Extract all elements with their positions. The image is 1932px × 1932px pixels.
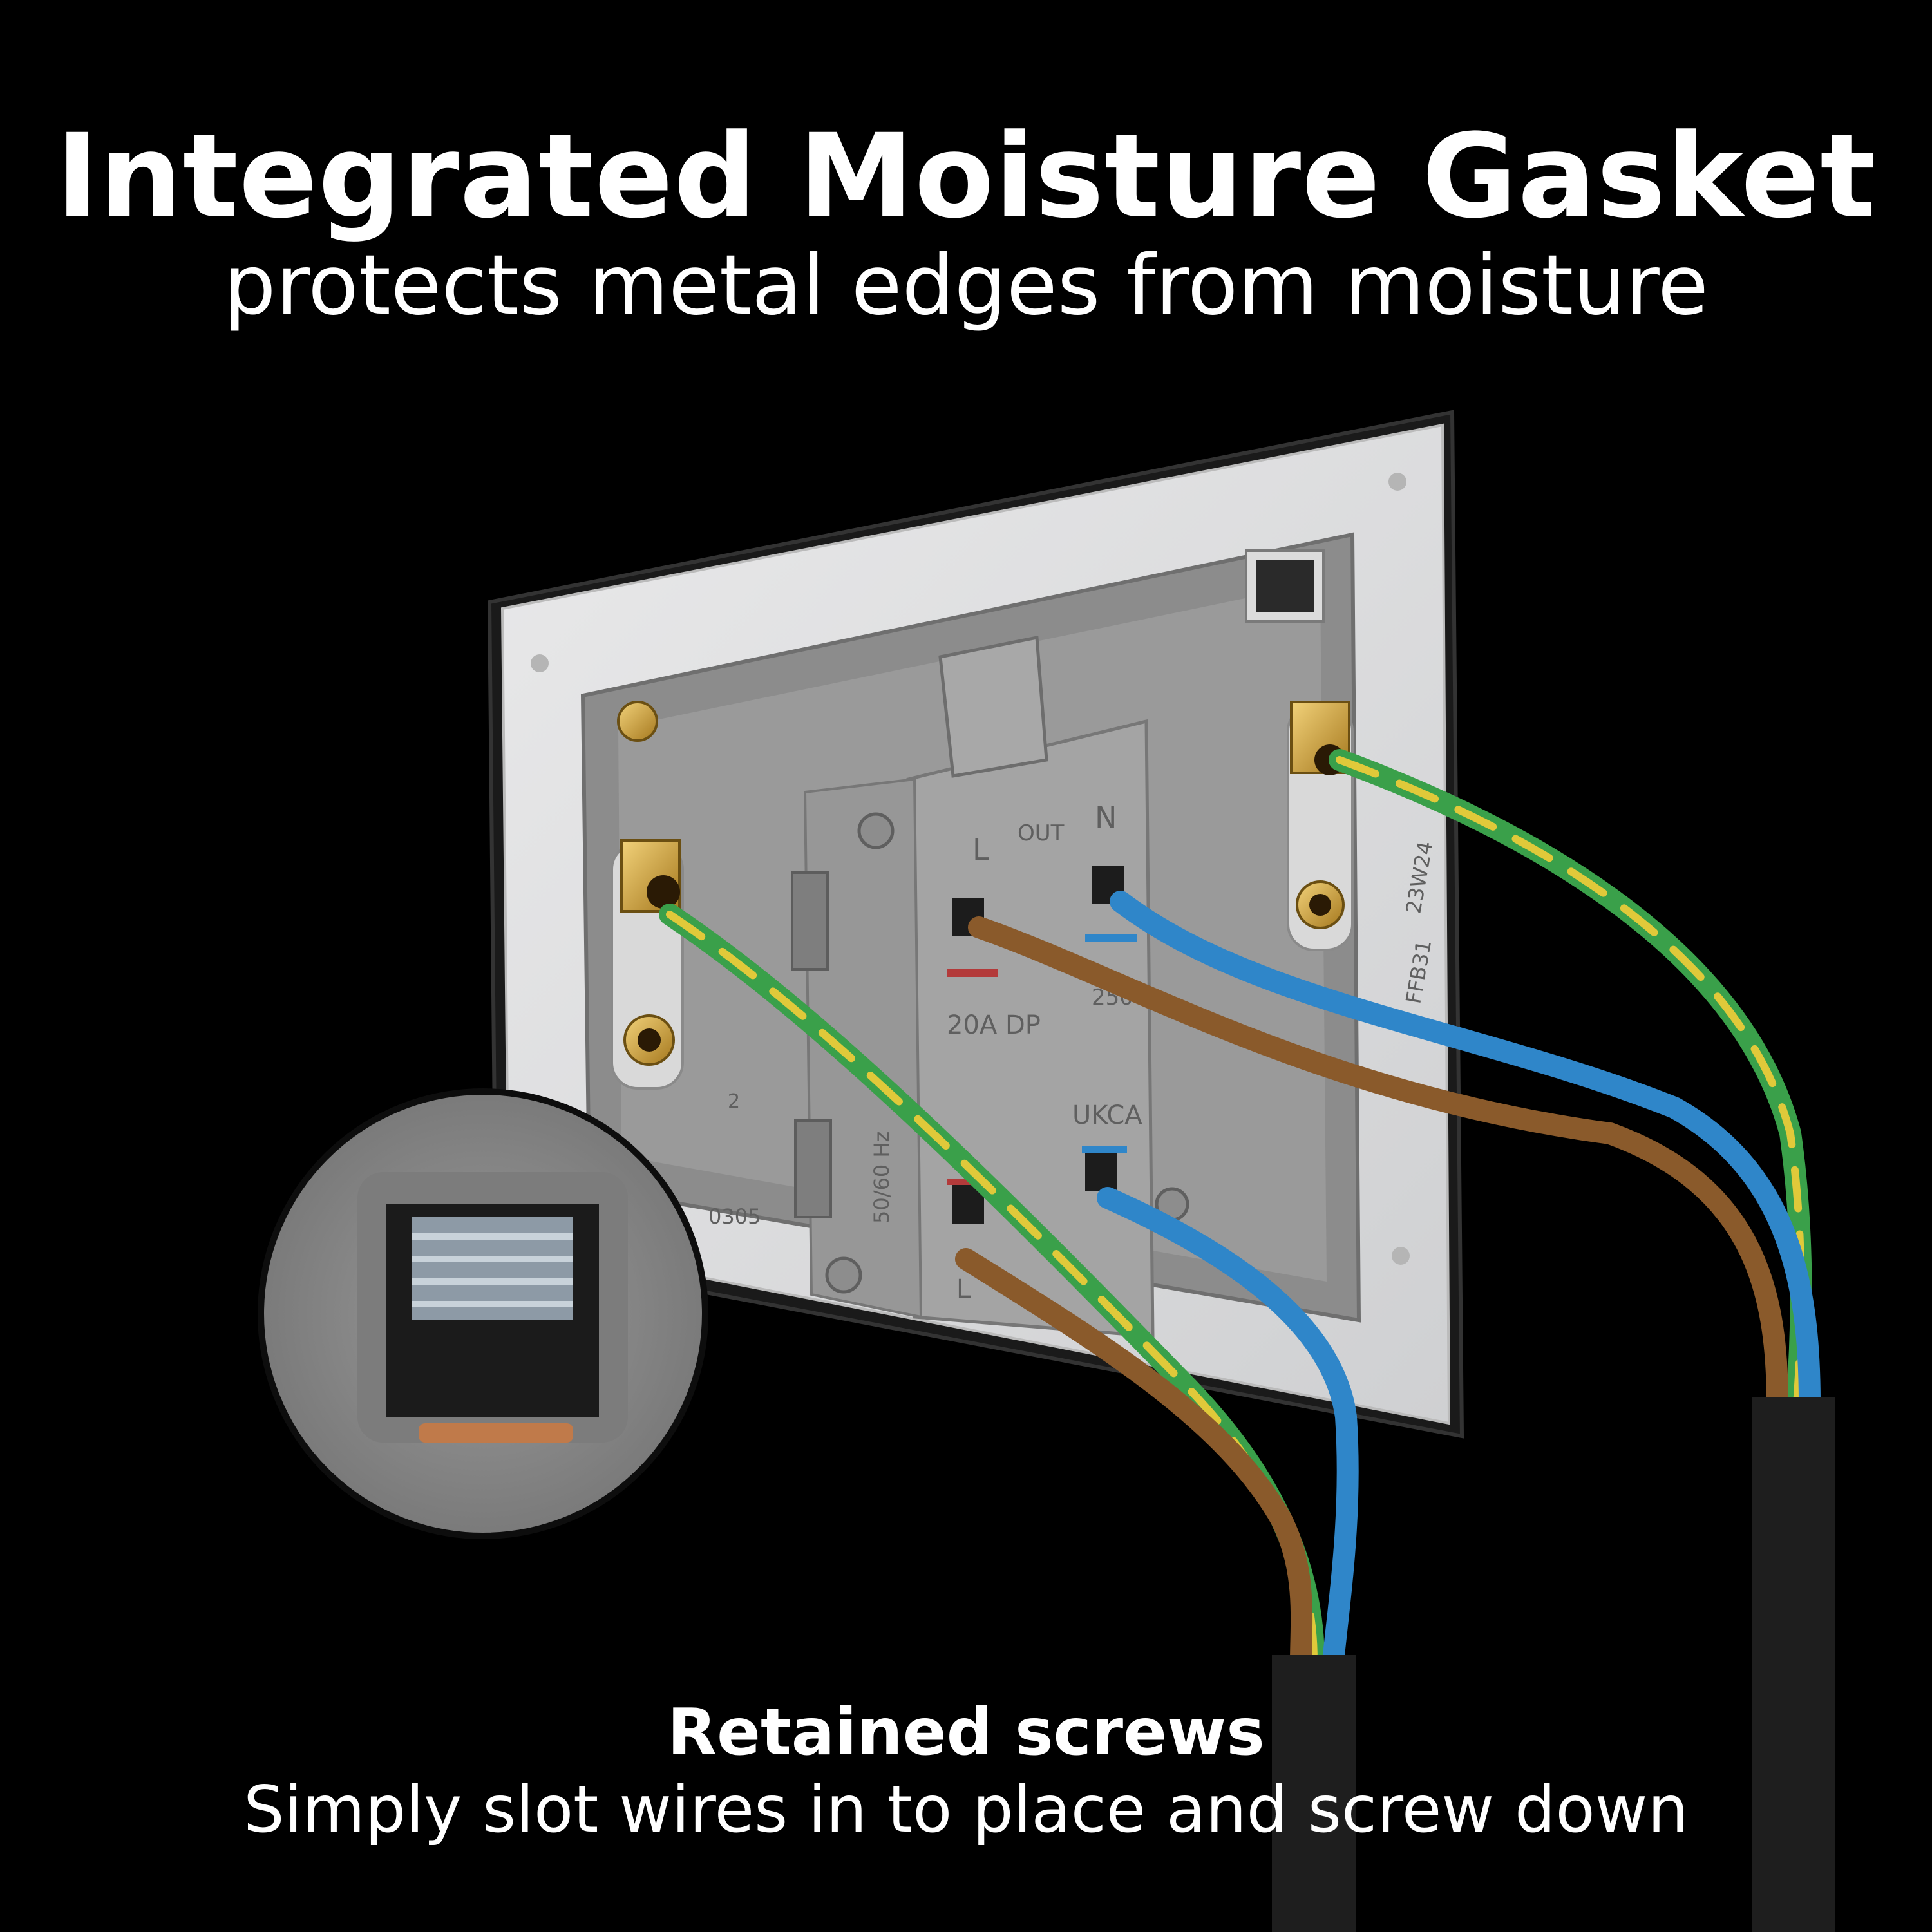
feature-title: Retained screws (667, 1694, 1265, 1770)
page-subtitle: protects metal edges from moisture (223, 238, 1709, 334)
rating-label: 20A DP (947, 1010, 1041, 1040)
cable-sheath-right (1752, 1397, 1835, 1932)
wires (659, 749, 1821, 1672)
page-title: Integrated Moisture Gasket (55, 109, 1877, 244)
position-number: 2 (728, 1090, 740, 1113)
terminal-neutral-label: N (1095, 800, 1117, 835)
feature-description: Simply slot wires in to place and screw … (243, 1772, 1689, 1847)
terminal-out-label: OUT (1018, 820, 1065, 846)
earth-terminal-right (1287, 701, 1354, 951)
screw-icon (617, 701, 658, 742)
terminal-live-lower-label: L (956, 1274, 971, 1304)
serial-number: 0305 (708, 1204, 761, 1229)
earth-terminal-left (611, 839, 684, 1090)
frequency-label: 50/60 Hz (869, 1132, 894, 1224)
zoom-inset-icon (258, 1088, 708, 1539)
ukca-mark: UKCA (1072, 1101, 1142, 1130)
cable-sheath-left (1272, 1655, 1356, 1932)
terminal-live-label: L (972, 832, 989, 867)
screw-thread-icon (412, 1217, 573, 1320)
copper-plate (419, 1423, 573, 1443)
